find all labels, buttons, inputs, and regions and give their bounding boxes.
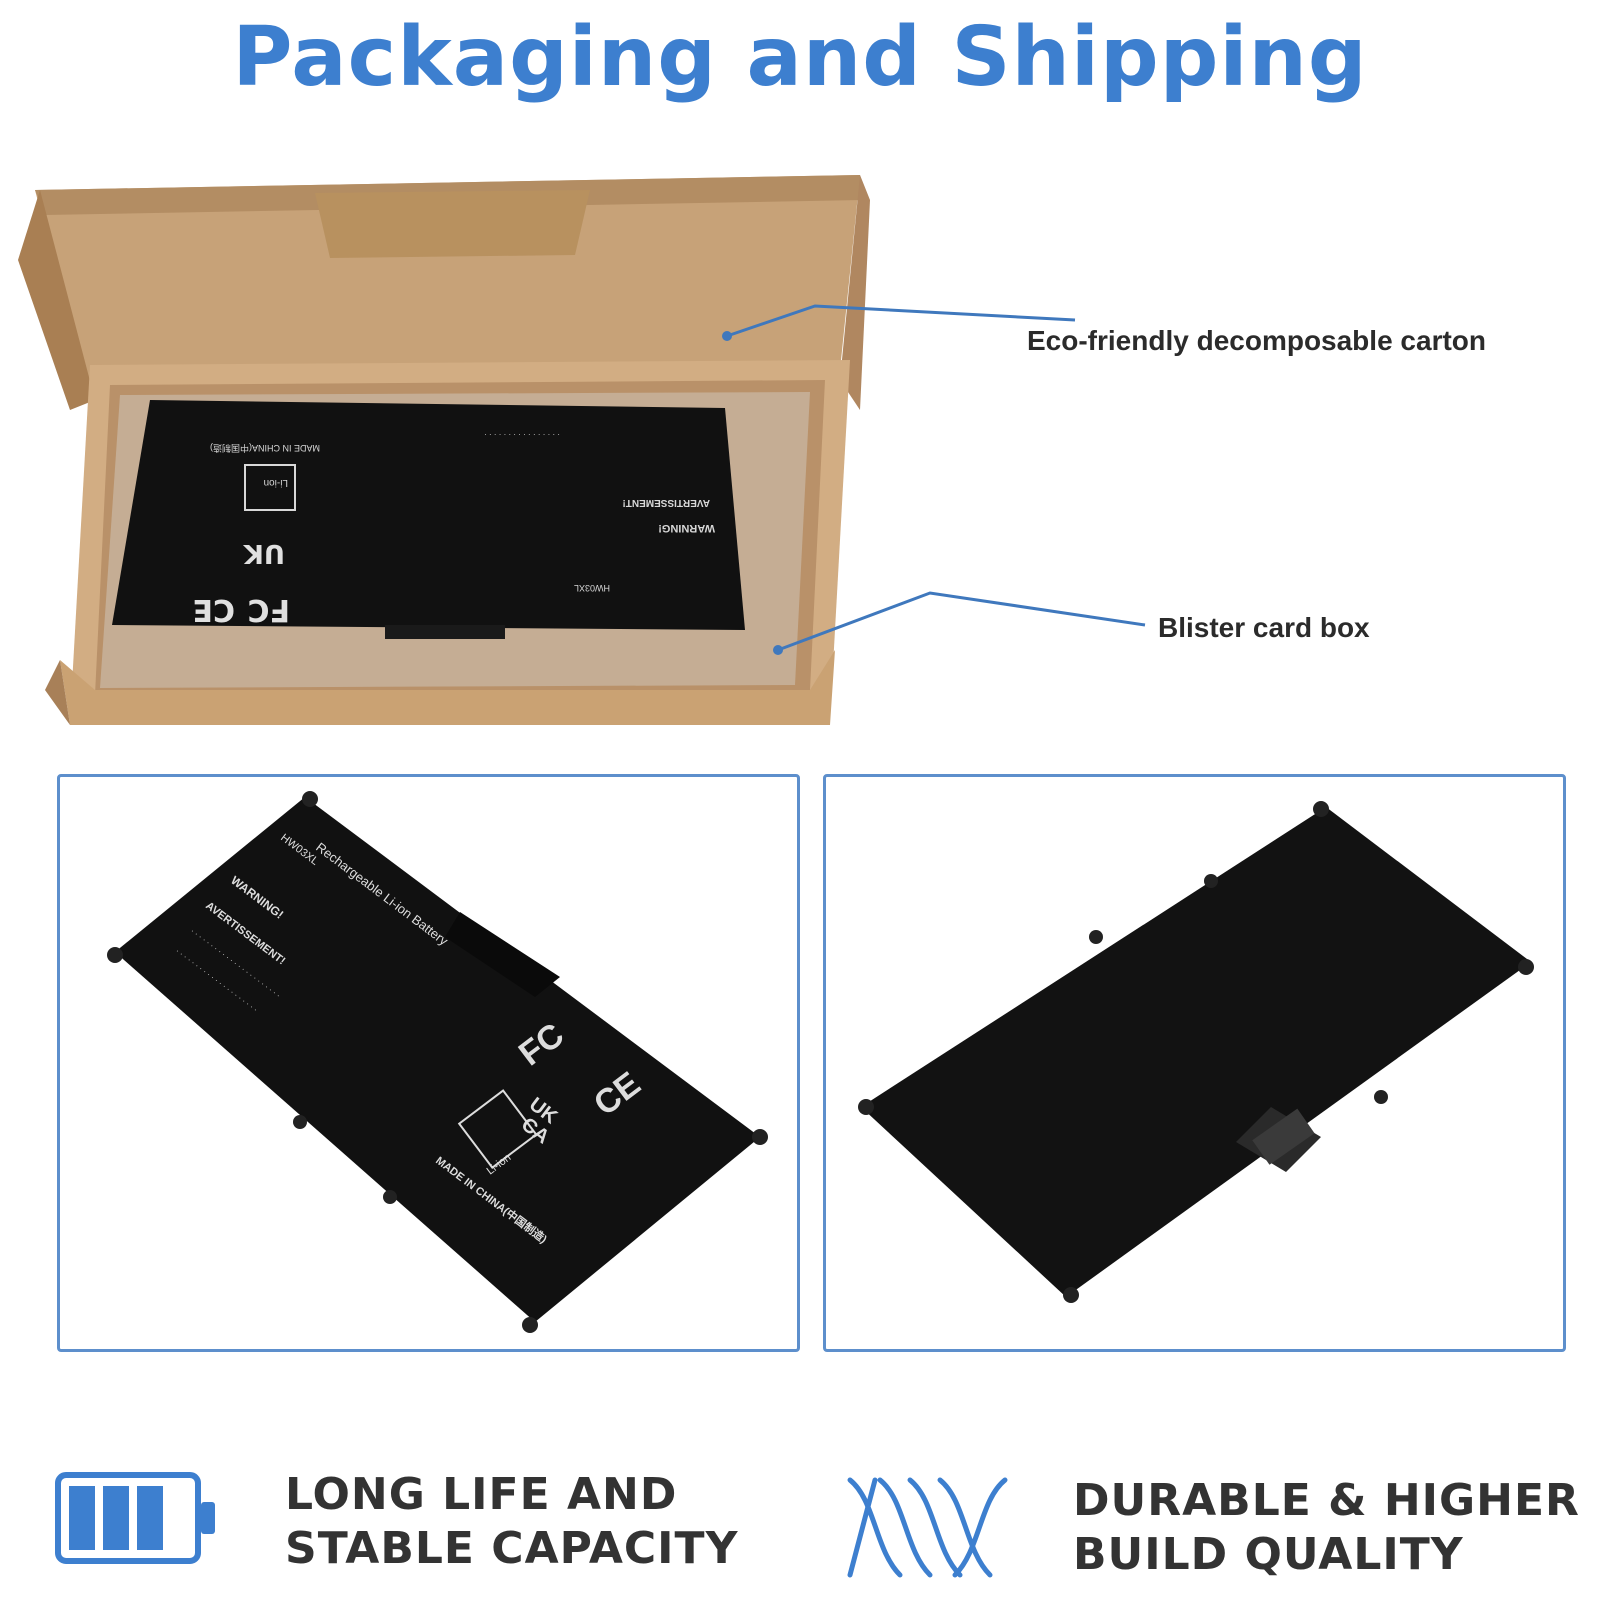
feature-long-life-line2: STABLE CAPACITY (285, 1523, 739, 1574)
fc-mark: FC (247, 592, 290, 627)
battery-in-box: HW03XL · · · · · · · · · · · · · · · · W… (112, 400, 745, 639)
feature-long-life-line1: LONG LIFE AND (285, 1469, 678, 1520)
twisted-wire-icon (847, 1477, 1008, 1578)
callout-blister-label: Blister card box (1158, 612, 1370, 643)
carton-photo: HW03XL · · · · · · · · · · · · · · · · W… (18, 175, 1146, 725)
feature-long-life: LONG LIFE AND STABLE CAPACITY (285, 1468, 738, 1576)
battery-front-panel: HW03XL Rechargeable Li-ion Battery WARNI… (57, 774, 800, 1352)
battery-model-text: HW03XL (574, 583, 610, 593)
li-ion-text: Li-ion (264, 477, 288, 488)
battery-warning-text: WARNING! (658, 522, 715, 534)
callout-line-carton (726, 304, 1076, 338)
feature-durable-line1: DURABLE & HIGHER (1073, 1475, 1580, 1526)
battery-back-panel (823, 774, 1566, 1352)
battery-made-in-text: MADE IN CHINA(中国制造) (210, 443, 320, 454)
page-title: Packaging and Shipping (232, 10, 1368, 105)
callout-carton-label: Eco-friendly decomposable carton (1027, 325, 1486, 356)
ce-mark: CE (192, 592, 235, 627)
feature-durable: DURABLE & HIGHER BUILD QUALITY (1073, 1474, 1580, 1582)
callout-line-blister (777, 591, 1146, 652)
svg-text:· · · · · · · · · · · · · · ·: · · · · · · · · · · · · · · · · (484, 430, 560, 439)
battery-front-image: HW03XL Rechargeable Li-ion Battery WARNI… (107, 791, 768, 1333)
battery-avertissement-text: AVERTISSEMENT! (622, 497, 710, 508)
battery-icon (55, 1472, 215, 1564)
feature-durable-line2: BUILD QUALITY (1073, 1529, 1464, 1580)
battery-back-image (858, 801, 1534, 1303)
uk-ca-mark: UK (243, 538, 285, 568)
